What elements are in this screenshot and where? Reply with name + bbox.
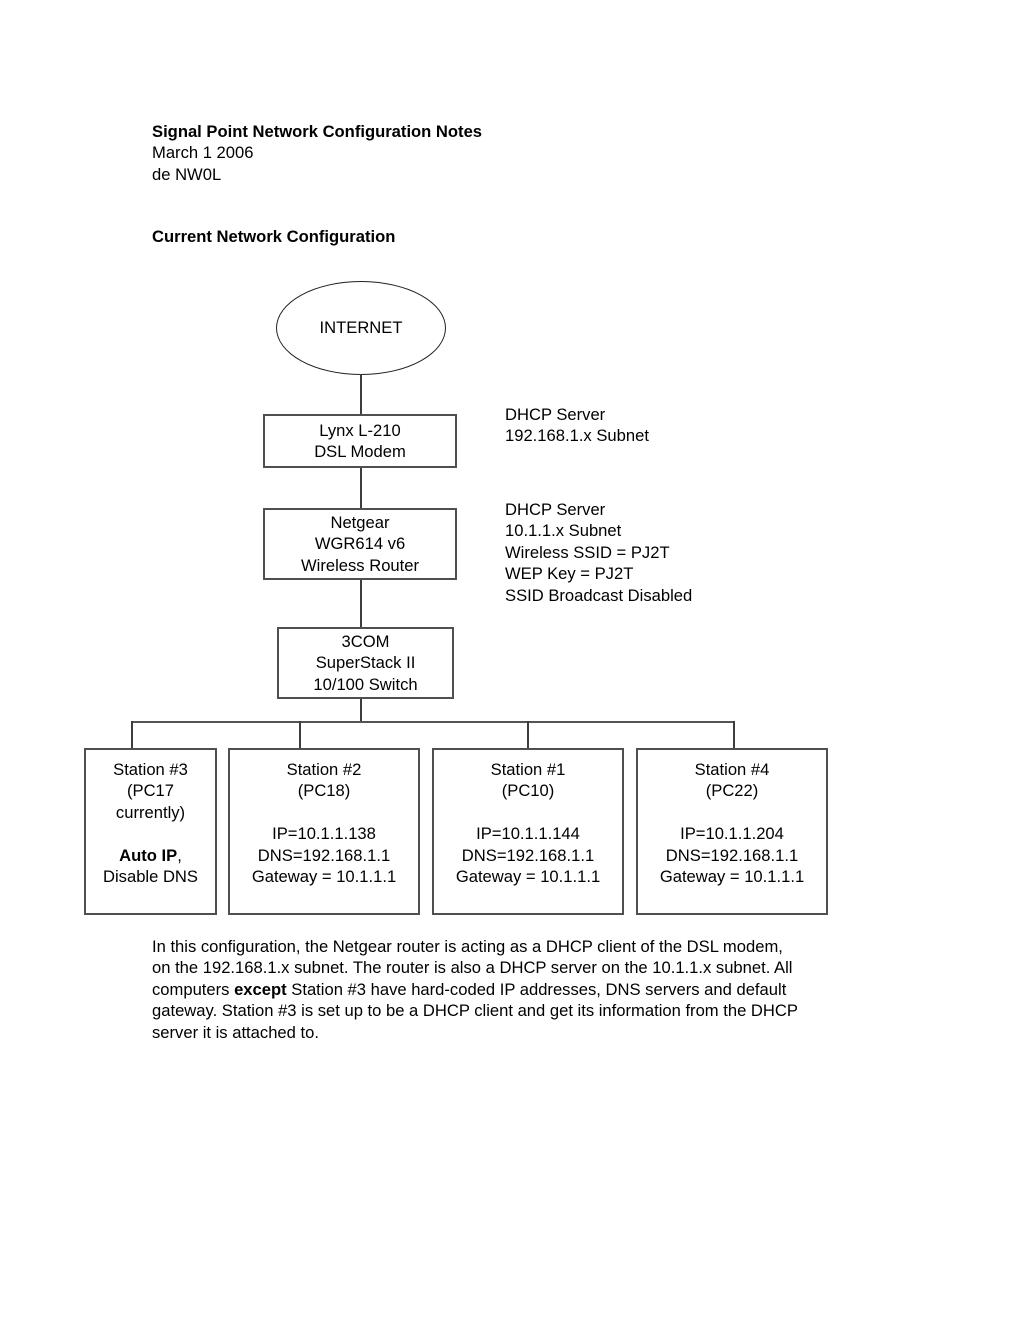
router-note-line4: WEP Key = PJ2T xyxy=(505,564,634,584)
drop-station4 xyxy=(733,721,735,748)
internet-label: INTERNET xyxy=(319,318,403,338)
router-note-line5: SSID Broadcast Disabled xyxy=(505,585,693,605)
station2-dns: DNS=192.168.1.1 xyxy=(257,845,391,865)
station4-spacer xyxy=(638,802,826,823)
router-line1: Netgear xyxy=(330,512,390,532)
router-box: Netgear WGR614 v6 Wireless Router xyxy=(263,508,457,580)
paragraph-line2: on the 192.168.1.x subnet. The router is… xyxy=(152,958,793,978)
switch-box: 3COM SuperStack II 10/100 Switch xyxy=(277,627,454,699)
station1-spacer xyxy=(434,802,622,823)
switch-line3: 10/100 Switch xyxy=(313,674,418,694)
station2-spacer xyxy=(230,802,418,823)
station3-dns: Disable DNS xyxy=(103,866,198,886)
station1-title: Station #1 xyxy=(490,760,566,779)
station2-pc: (PC18) xyxy=(297,781,351,801)
drop-station3 xyxy=(131,721,133,748)
station2-ip: IP=10.1.1.138 xyxy=(272,824,376,844)
drop-station2 xyxy=(299,721,301,748)
connector-modem-router xyxy=(360,467,362,508)
station4-gateway: Gateway = 10.1.1.1 xyxy=(659,866,805,886)
station3-autoip: Auto IP xyxy=(119,845,178,865)
body-paragraph: In this configuration, the Netgear route… xyxy=(152,936,932,1043)
author-line: de NW0L xyxy=(152,164,222,184)
station4-dns: DNS=192.168.1.1 xyxy=(665,845,799,865)
station1-box: Station #1 (PC10) IP=10.1.1.144 DNS=192.… xyxy=(432,748,624,915)
router-line3: Wireless Router xyxy=(300,555,420,575)
doc-title: Signal Point Network Configuration Notes xyxy=(152,122,483,141)
station4-pc: (PC22) xyxy=(705,781,759,801)
switch-line2: SuperStack II xyxy=(315,653,416,673)
station3-autoip-suffix: , xyxy=(177,845,182,865)
paragraph-line3: computers except Station #3 have hard-co… xyxy=(152,979,932,1000)
station4-box: Station #4 (PC22) IP=10.1.1.204 DNS=192.… xyxy=(636,748,828,915)
station3-title: Station #3 xyxy=(113,760,188,779)
router-line2: WGR614 v6 xyxy=(314,534,406,554)
modem-note: DHCP Server 192.168.1.x Subnet xyxy=(505,404,649,447)
station3-sub1: (PC17 xyxy=(126,781,175,801)
switch-line1: 3COM xyxy=(341,631,390,651)
drop-station1 xyxy=(527,721,529,748)
router-note-line1: DHCP Server xyxy=(505,500,606,519)
date-line: March 1 2006 xyxy=(152,143,254,163)
modem-line2: DSL Modem xyxy=(314,442,406,461)
paragraph-line3-post: Station #3 have hard-coded IP addresses,… xyxy=(286,979,787,999)
station1-dns: DNS=192.168.1.1 xyxy=(461,845,595,865)
paragraph-line3-bold: except xyxy=(234,979,287,999)
router-note: DHCP Server 10.1.1.x Subnet Wireless SSI… xyxy=(505,499,692,606)
connector-router-switch xyxy=(360,579,362,627)
section-heading: Current Network Configuration xyxy=(152,227,396,246)
router-note-line2: 10.1.1.x Subnet xyxy=(505,521,622,541)
header-block: Signal Point Network Configuration Notes… xyxy=(152,121,482,185)
station1-gateway: Gateway = 10.1.1.1 xyxy=(455,866,601,886)
modem-note-line1: DHCP Server xyxy=(505,405,606,424)
station2-gateway: Gateway = 10.1.1.1 xyxy=(251,866,397,886)
paragraph-line4: gateway. Station #3 is set up to be a DH… xyxy=(152,1001,798,1021)
station3-spacer xyxy=(86,823,215,844)
paragraph-line1: In this configuration, the Netgear route… xyxy=(152,937,783,956)
station3-box: Station #3 (PC17 currently) Auto IP, Dis… xyxy=(84,748,217,915)
station4-title: Station #4 xyxy=(694,760,770,779)
paragraph-line5: server it is attached to. xyxy=(152,1022,319,1042)
modem-note-line2: 192.168.1.x Subnet xyxy=(505,426,649,446)
station2-title: Station #2 xyxy=(286,760,362,779)
router-note-line3: Wireless SSID = PJ2T xyxy=(505,542,670,562)
station4-ip: IP=10.1.1.204 xyxy=(680,824,784,844)
station3-autoip-line: Auto IP, xyxy=(86,845,215,866)
modem-line1: Lynx L-210 xyxy=(319,420,401,440)
paragraph-line3-pre: computers xyxy=(152,979,235,999)
station3-sub2: currently) xyxy=(115,802,186,822)
connector-internet-modem xyxy=(360,374,362,414)
modem-box: Lynx L-210 DSL Modem xyxy=(263,414,457,468)
internet-ellipse: INTERNET xyxy=(276,281,446,375)
station2-box: Station #2 (PC18) IP=10.1.1.138 DNS=192.… xyxy=(228,748,420,915)
station1-ip: IP=10.1.1.144 xyxy=(476,824,580,844)
connector-switch-bus xyxy=(360,698,362,722)
station1-pc: (PC10) xyxy=(501,781,555,801)
bus-line xyxy=(131,721,735,723)
